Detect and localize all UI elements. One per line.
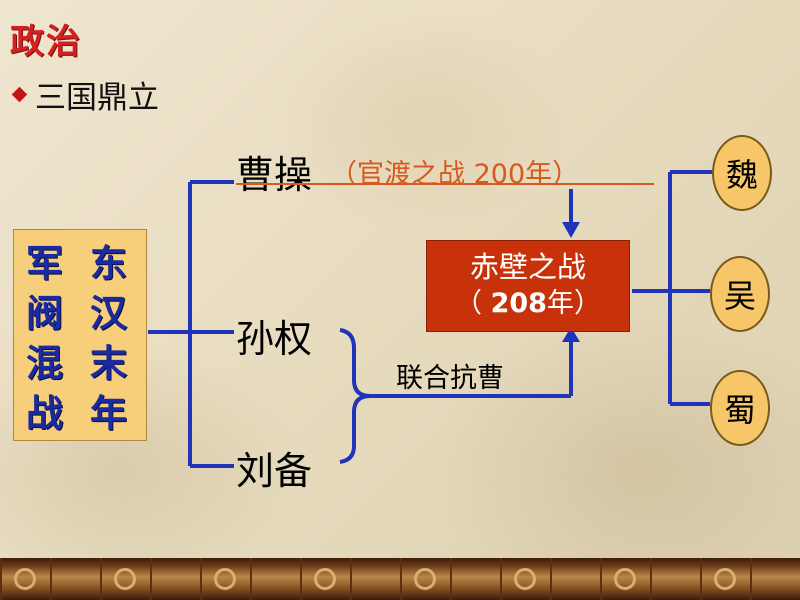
kingdom-wu: 吴 xyxy=(710,256,770,332)
left-box-char: 阀 xyxy=(26,291,63,335)
scroll-motif-icon xyxy=(514,568,536,590)
chibi-year-close: 年） xyxy=(546,288,601,319)
battle-guandu-label: （官渡之战 200年） xyxy=(330,159,580,190)
node-caocao: 曹操 xyxy=(236,153,313,197)
scroll-motif-icon xyxy=(614,568,636,590)
left-box-char: 战 xyxy=(26,391,63,435)
node-sunquan: 孙权 xyxy=(236,317,313,361)
scroll-motif-icon xyxy=(114,568,136,590)
kingdom-shu: 蜀 xyxy=(710,370,770,446)
page-title: 政治 xyxy=(10,22,82,62)
left-box-char: 年 xyxy=(90,391,127,435)
chibi-name: 赤壁之战 xyxy=(469,250,586,284)
chibi-year-number: 208 xyxy=(490,288,547,319)
battle-chibi-box: 赤壁之战 （ 208年） xyxy=(426,240,630,332)
left-box-char: 末 xyxy=(90,341,127,385)
left-box-char: 东 xyxy=(90,241,127,285)
left-box-char: 汉 xyxy=(90,291,127,335)
caocao-underline xyxy=(236,183,654,185)
left-box-column-right: 东 汉 末 年 xyxy=(90,238,127,438)
scroll-motif-icon xyxy=(214,568,236,590)
arrow-head-up xyxy=(562,327,580,342)
scroll-motif-icon xyxy=(414,568,436,590)
chibi-year: （ 208年） xyxy=(427,285,629,323)
scroll-motif-icon xyxy=(714,568,736,590)
arrow-head-down xyxy=(562,222,580,238)
left-box-char: 军 xyxy=(26,241,63,285)
kingdom-wei: 魏 xyxy=(712,135,772,211)
node-liubei: 刘备 xyxy=(236,449,313,493)
bullet-text: 三国鼎立 xyxy=(35,80,159,116)
alliance-bracket xyxy=(339,328,371,464)
chibi-year-open: （ xyxy=(455,288,491,319)
left-box-char: 混 xyxy=(26,341,63,385)
scroll-motif-icon xyxy=(314,568,336,590)
scroll-motif-icon xyxy=(14,568,36,590)
left-cause-box: 东 汉 末 年 军 阀 混 战 xyxy=(13,229,147,441)
bullet-row: 三国鼎立 xyxy=(10,72,159,117)
left-box-column-left: 军 阀 混 战 xyxy=(26,238,63,438)
alliance-label: 联合抗曹 xyxy=(396,363,504,394)
